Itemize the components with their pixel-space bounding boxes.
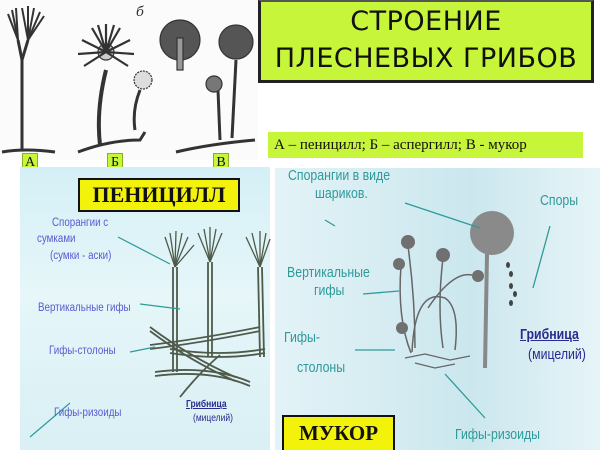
title-line-2: ПЛЕСНЕВЫХ ГРИБОВ [274,43,578,74]
muc-stolon-line2: столоны [297,360,346,376]
muc-vertical-line1: Вертикальные [287,265,370,281]
figure-caption-b: б [136,5,144,20]
pen-sporangia-line3: (сумки - аски) [50,250,112,262]
mucor-panel [275,168,600,450]
muc-sporangia-line1: Спорангии в виде [288,168,391,184]
mold-drawings-illustration [1,6,256,154]
muc-vertical-line2: гифы [314,283,345,299]
mucor-label: МУКОР [282,415,395,450]
pen-rhizoid-hyphae: Гифы-ризоиды [54,407,122,419]
muc-mycelium-title: Грибница [520,327,579,343]
pen-sporangia-line1: Спорангии с [52,217,109,229]
muc-rhizoid-hyphae: Гифы-ризоиды [455,427,541,443]
muc-mycelium-sub: (мицелий) [528,347,586,363]
mucor-illustration [324,202,551,419]
muc-sporangia-line2: шариков. [315,186,368,202]
title-line-1: СТРОЕНИЕ [350,6,502,37]
muc-stolon-line1: Гифы- [284,330,320,346]
page-title: СТРОЕНИЕ ПЛЕСНЕВЫХ ГРИБОВ [258,0,594,83]
pen-sporangia-line2: сумками [37,233,76,245]
muc-spores: Споры [540,193,579,209]
pen-mycelium-title: Грибница [186,399,227,410]
penicillium-panel [20,167,271,450]
pen-vertical-hyphae: Вертикальные гифы [38,302,131,314]
pen-mycelium-sub: (мицелий) [193,413,233,424]
species-legend: А – пеницилл; Б – аспергилл; В - мукор [268,132,583,158]
mold-drawings-figure: б [0,0,258,160]
pen-stolon-hyphae: Гифы-столоны [49,345,116,357]
penicillium-label: ПЕНИЦИЛЛ [78,178,240,212]
penicillium-illustration [29,227,271,438]
